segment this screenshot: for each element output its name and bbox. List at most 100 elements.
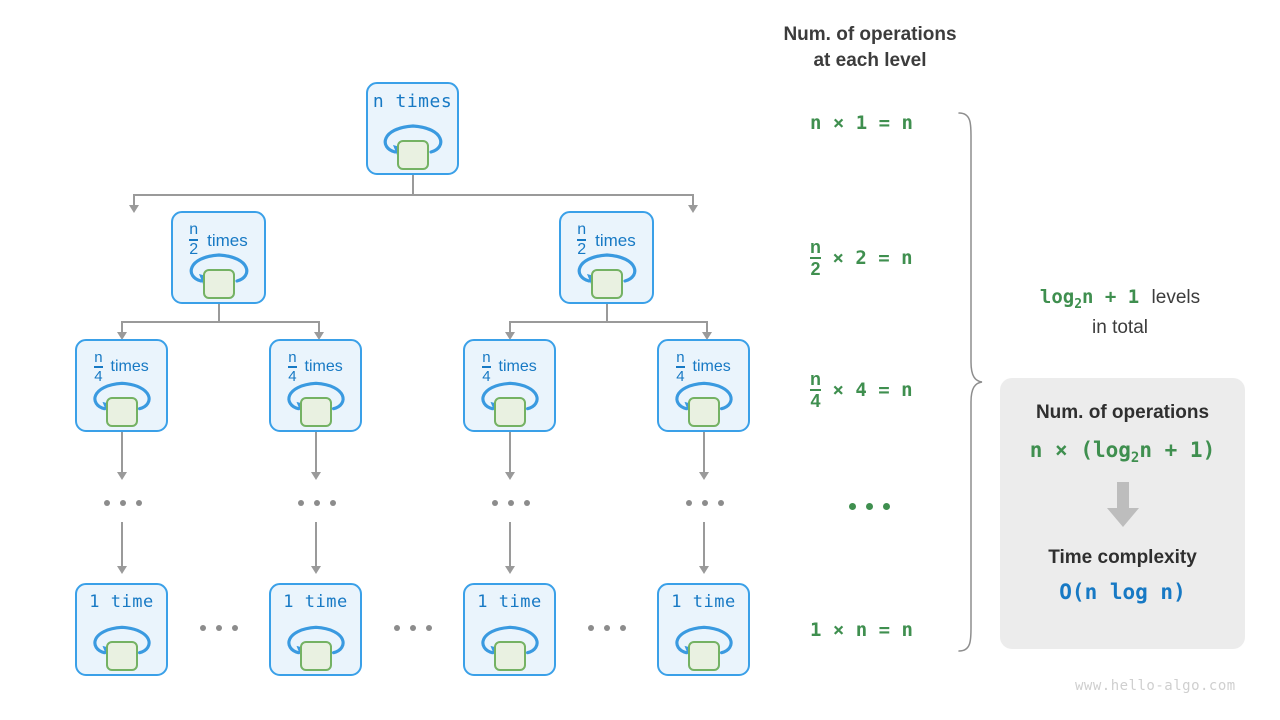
formula-post: n + 1 bbox=[1082, 286, 1140, 308]
fraction: n 2 bbox=[810, 238, 821, 278]
node-unit-text: time bbox=[498, 592, 542, 612]
brace-note-line1: log2n + 1 levels bbox=[1000, 283, 1240, 314]
summary-heading-operations: Num. of operations bbox=[1035, 402, 1210, 423]
loop-arrow-icon bbox=[77, 371, 166, 427]
leaf-ellipsis-1 bbox=[200, 625, 238, 631]
fraction-denominator: 4 bbox=[676, 366, 685, 385]
edge-l1r-to-d bbox=[706, 321, 708, 338]
edge-root-span bbox=[133, 194, 693, 196]
fraction-numerator: n bbox=[288, 349, 297, 366]
node-count-text: n bbox=[372, 91, 385, 112]
edge-l1r-to-c bbox=[509, 321, 511, 338]
curly-brace bbox=[955, 110, 985, 660]
fraction-numerator: n bbox=[482, 349, 491, 366]
node-unit-text: times bbox=[595, 230, 636, 250]
operations-lead: n bbox=[810, 112, 822, 134]
edge-l2a-to-dots bbox=[121, 432, 123, 477]
fraction: n 4 bbox=[94, 349, 103, 385]
arrowhead-l2-a bbox=[117, 332, 127, 340]
right-column-title-line2: at each level bbox=[813, 49, 927, 71]
loop-arrow-icon bbox=[173, 243, 264, 299]
node-count-text: 1 bbox=[283, 592, 295, 612]
brace-note: log2n + 1 levels in total bbox=[1000, 283, 1240, 343]
operations-row-1: n × 1 = n bbox=[810, 112, 913, 134]
fraction-numerator: n bbox=[810, 237, 821, 257]
tree-node-leaf-a[interactable]: 1 time bbox=[75, 583, 168, 676]
fraction-denominator: 2 bbox=[810, 257, 821, 279]
tree-node-l1-left[interactable]: n 2 times bbox=[171, 211, 266, 304]
arrowhead-dots-c bbox=[505, 472, 515, 480]
tree-node-label: n 4 times bbox=[77, 350, 166, 384]
edge-root-to-l1-right bbox=[692, 194, 694, 211]
fraction-numerator: n bbox=[189, 221, 199, 238]
tree-node-label: n 4 times bbox=[271, 350, 360, 384]
arrowhead-leaf-d bbox=[699, 566, 709, 574]
summary-card: Num. of operations n × (log2n + 1) Time … bbox=[1000, 378, 1245, 649]
formula-post: n + 1) bbox=[1139, 438, 1216, 462]
operation-square bbox=[202, 269, 235, 299]
edge-l1l-to-a bbox=[121, 321, 123, 338]
operations-row-5: 1 × n = n bbox=[810, 619, 913, 641]
loop-arrow-icon bbox=[561, 243, 652, 299]
node-unit-text: times bbox=[692, 358, 731, 375]
fraction-numerator: n bbox=[676, 349, 685, 366]
brace-note-text: levels bbox=[1151, 287, 1201, 308]
arrowhead-l2-b bbox=[314, 332, 324, 340]
edge-l1r-stem bbox=[606, 304, 608, 322]
edge-l1l-to-b bbox=[318, 321, 320, 338]
node-unit-text: times bbox=[395, 91, 453, 112]
edge-l1r-span bbox=[509, 321, 707, 323]
tree-node-l2-d[interactable]: n 4 times bbox=[657, 339, 750, 432]
operation-square bbox=[687, 397, 720, 427]
operations-rest: × 1 = n bbox=[821, 112, 913, 134]
tree-node-l1-right[interactable]: n 2 times bbox=[559, 211, 654, 304]
node-unit-text: times bbox=[498, 358, 537, 375]
operation-square bbox=[299, 397, 332, 427]
operations-row-3: n 4 × 4 = n bbox=[810, 370, 913, 410]
fraction: n 4 bbox=[810, 370, 821, 410]
fraction-denominator: 4 bbox=[810, 389, 821, 411]
fraction: n 4 bbox=[288, 349, 297, 385]
edge-dots-to-leaf-a bbox=[121, 522, 123, 570]
fraction: n 2 bbox=[189, 221, 199, 258]
vertical-ellipsis-d bbox=[686, 500, 724, 506]
fraction-denominator: 4 bbox=[94, 366, 103, 385]
tree-node-leaf-d[interactable]: 1 time bbox=[657, 583, 750, 676]
arrowhead-l2-d bbox=[702, 332, 712, 340]
operation-square bbox=[493, 397, 526, 427]
loop-arrow-icon bbox=[271, 371, 360, 427]
tree-node-leaf-b[interactable]: 1 time bbox=[269, 583, 362, 676]
operations-row-4-ellipsis bbox=[849, 503, 890, 510]
edge-l2d-to-dots bbox=[703, 432, 705, 477]
tree-node-root[interactable]: n times bbox=[366, 82, 459, 175]
loop-arrow-icon bbox=[368, 114, 457, 170]
tree-node-l2-c[interactable]: n 4 times bbox=[463, 339, 556, 432]
vertical-ellipsis-a bbox=[104, 500, 142, 506]
loop-arrow-icon bbox=[465, 371, 554, 427]
loop-arrow-icon bbox=[77, 615, 166, 671]
tree-node-l2-b[interactable]: n 4 times bbox=[269, 339, 362, 432]
down-arrow-icon bbox=[1104, 482, 1142, 533]
tree-node-label: n times bbox=[368, 93, 457, 111]
operation-square bbox=[590, 269, 623, 299]
fraction: n 4 bbox=[676, 349, 685, 385]
tree-node-label: 1 time bbox=[465, 594, 554, 611]
edge-l2b-to-dots bbox=[315, 432, 317, 477]
brace-note-formula: log2n + 1 bbox=[1040, 286, 1140, 312]
operations-rest: × 2 = n bbox=[821, 247, 913, 269]
tree-node-label: n 4 times bbox=[465, 350, 554, 384]
loop-arrow-icon bbox=[659, 371, 748, 427]
operation-square bbox=[396, 140, 429, 170]
tree-node-leaf-c[interactable]: 1 time bbox=[463, 583, 556, 676]
fraction: n 4 bbox=[482, 349, 491, 384]
fraction-denominator: 4 bbox=[288, 366, 297, 385]
operation-square bbox=[299, 641, 332, 671]
tree-node-l2-a[interactable]: n 4 times bbox=[75, 339, 168, 432]
node-unit-text: times bbox=[207, 230, 248, 250]
fraction-numerator: n bbox=[94, 349, 103, 366]
right-column-title-line1: Num. of operations bbox=[783, 24, 957, 45]
node-unit-text: times bbox=[110, 358, 149, 375]
arrowhead-dots-a bbox=[117, 472, 127, 480]
fraction-numerator: n bbox=[810, 369, 821, 389]
